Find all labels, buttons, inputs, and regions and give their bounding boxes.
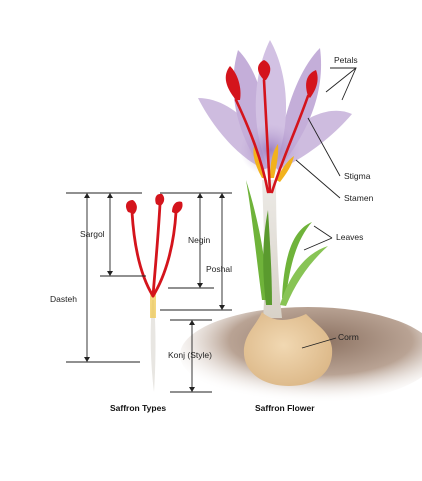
flower-leaves <box>246 180 328 306</box>
caption-saffron-flower: Saffron Flower <box>255 403 315 413</box>
label-leaves: Leaves <box>336 232 363 242</box>
saffron-flower-illustration <box>180 40 422 403</box>
label-sargol: Sargol <box>80 229 105 239</box>
flower-stigmas <box>234 78 310 194</box>
saffron-types-illustration <box>125 193 183 392</box>
callout-lines <box>295 67 357 349</box>
dimension-lines <box>66 192 232 393</box>
label-petals: Petals <box>334 55 358 65</box>
label-stigma: Stigma <box>344 171 371 181</box>
saffron-stigma-threads <box>130 202 178 298</box>
label-konj-style: Konj (Style) <box>168 350 212 360</box>
caption-saffron-types: Saffron Types <box>110 403 166 413</box>
label-negin: Negin <box>188 235 210 245</box>
konj-style-thread <box>150 300 156 392</box>
label-corm: Corm <box>338 332 359 342</box>
label-stamen: Stamen <box>344 193 374 203</box>
label-dasteh: Dasteh <box>50 294 77 304</box>
label-poshal: Poshal <box>206 264 232 274</box>
corm-bulb <box>243 312 333 386</box>
